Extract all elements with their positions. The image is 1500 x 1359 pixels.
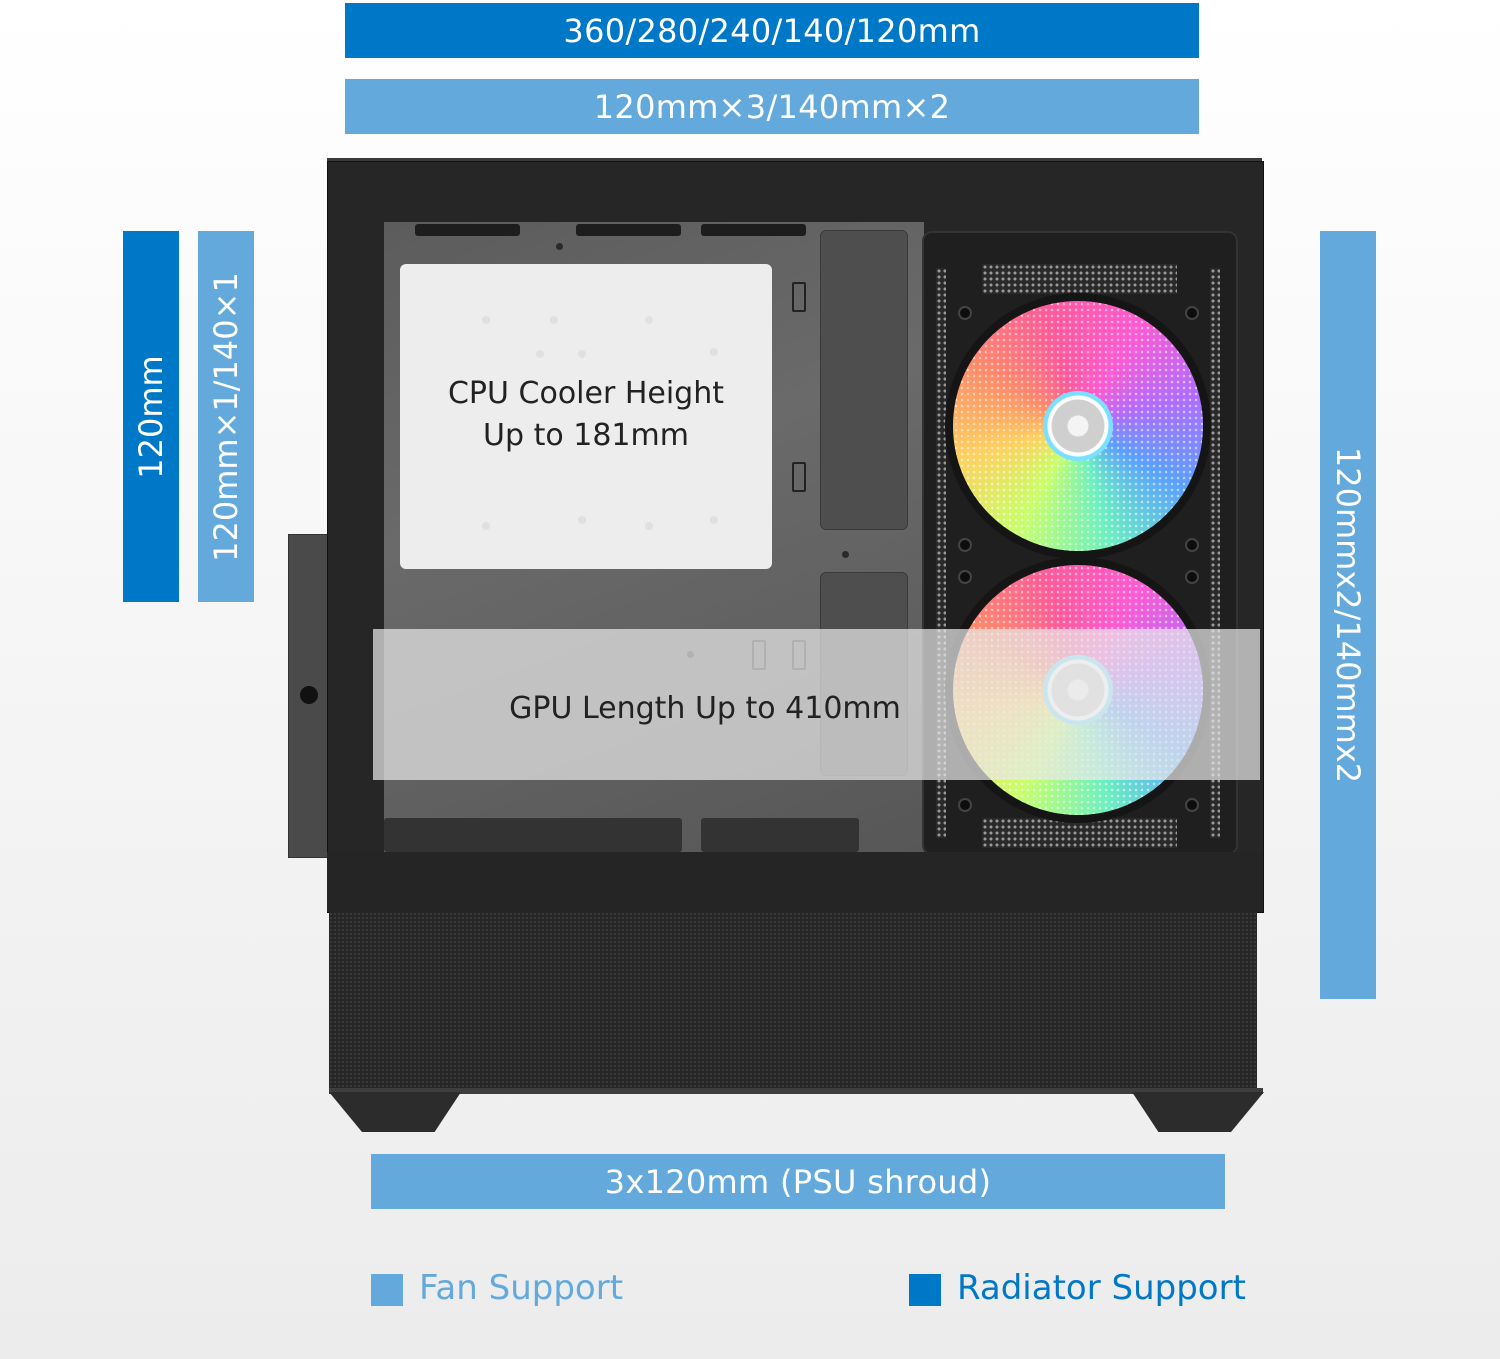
bottom-fan-support-bar: 3x120mm (PSU shroud) [371, 1154, 1225, 1209]
cable-grommet [792, 462, 806, 492]
front-mesh-bottom [982, 818, 1177, 848]
case-foot-right [1132, 1092, 1264, 1132]
psu-shroud-mesh [329, 912, 1257, 1088]
case-top-trim [327, 158, 1262, 163]
standoff [556, 243, 563, 250]
front-mesh-left [936, 268, 946, 838]
fan-support-legend-label: Fan Support [419, 1268, 624, 1308]
cable-management-cover [820, 230, 908, 530]
standoff [842, 551, 849, 558]
top-vent-slot [576, 224, 681, 236]
fan-screw [958, 798, 972, 812]
fan-screw [1185, 798, 1199, 812]
cpu-cooler-clearance-zone [400, 264, 772, 569]
cpu-cooler-line-2: Up to 181mm [483, 418, 689, 453]
cable-grommet [792, 282, 806, 312]
cpu-cooler-height-label: CPU Cooler Height Up to 181mm [400, 373, 772, 457]
front-mesh-top [982, 264, 1177, 294]
radiator-support-legend-label: Radiator Support [957, 1268, 1246, 1308]
top-fan-support-label: 120mm×3/140mm×2 [593, 87, 951, 126]
bottom-fan-support-label: 3x120mm (PSU shroud) [604, 1162, 992, 1201]
front-fan-support-label: 120mmx2/140mmx2 [1329, 446, 1367, 784]
top-radiator-support-label: 360/280/240/140/120mm [563, 11, 981, 50]
top-fan-support-bar: 120mm×3/140mm×2 [345, 79, 1199, 134]
fan-support-swatch [371, 1274, 403, 1306]
pcie-area [384, 818, 682, 852]
top-radiator-support-bar: 360/280/240/140/120mm [345, 3, 1199, 58]
cpu-cooler-line-1: CPU Cooler Height [447, 376, 725, 411]
front-mesh-right [1210, 268, 1220, 838]
fan-screw [958, 570, 972, 584]
gpu-length-clearance-zone [373, 629, 1260, 780]
rear-fan-support-bar: 120mm×1/140×1 [198, 231, 254, 602]
fan-screw [958, 306, 972, 320]
gpu-length-label: GPU Length Up to 410mm [509, 691, 901, 726]
radiator-support-swatch [909, 1274, 941, 1306]
psu-shroud-top [327, 852, 1262, 912]
top-vent-slot [701, 224, 806, 236]
thumbscrew [300, 686, 318, 704]
fan-screw [958, 538, 972, 552]
pcie-area [701, 818, 859, 852]
rear-radiator-support-label: 120mm [132, 354, 170, 479]
bottom-rail [329, 1088, 1263, 1094]
rear-fan-support-label: 120mm×1/140×1 [207, 271, 245, 562]
top-vent-slot [415, 224, 520, 236]
fan-screw [1185, 538, 1199, 552]
fan-screw [1185, 570, 1199, 584]
fan-screw [1185, 306, 1199, 320]
rear-radiator-support-bar: 120mm [123, 231, 179, 602]
case-foot-left [329, 1092, 461, 1132]
front-fan-support-bar: 120mmx2/140mmx2 [1320, 231, 1376, 999]
fan-hub [1043, 391, 1113, 461]
rgb-fan-top [953, 301, 1203, 551]
